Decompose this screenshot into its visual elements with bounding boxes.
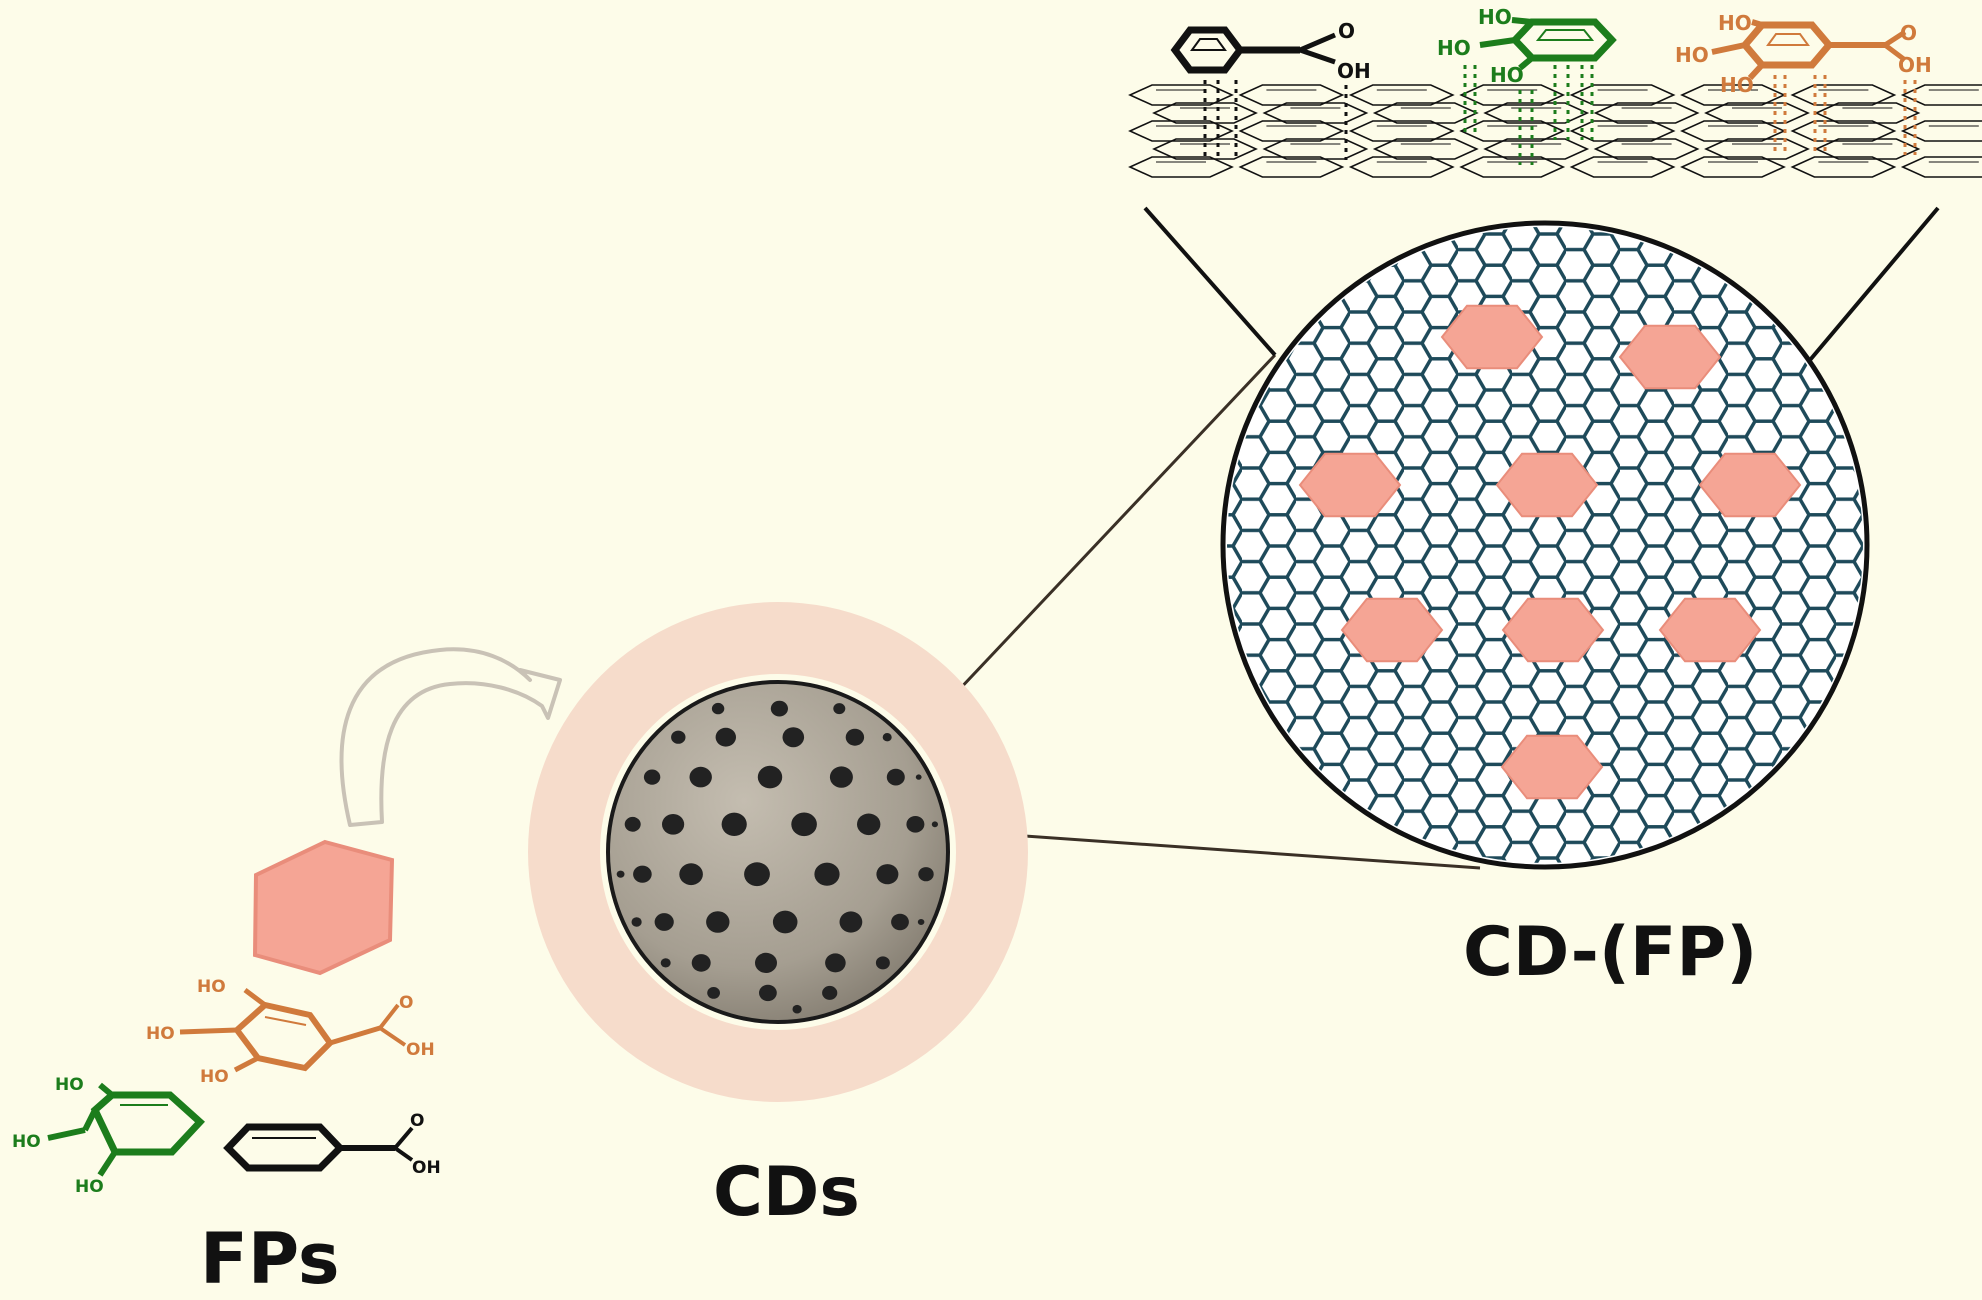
pyrogallol-left-ho-1: HO bbox=[55, 1075, 84, 1095]
gallic-top-o: O bbox=[1900, 21, 1917, 45]
cd-pore bbox=[633, 865, 652, 883]
cd-pore bbox=[662, 814, 685, 835]
zoom-line-bottom bbox=[939, 828, 1481, 870]
cd-pore bbox=[886, 768, 905, 786]
cd-pore bbox=[770, 700, 789, 717]
cd-pore bbox=[671, 730, 686, 744]
cd-pore bbox=[643, 769, 661, 785]
benzoic-acid-left: O OH bbox=[223, 1111, 441, 1178]
cd-sphere bbox=[606, 680, 950, 1024]
cd-pore bbox=[757, 765, 783, 789]
cd-pore bbox=[918, 867, 934, 882]
gallic-top-ho-3: HO bbox=[1720, 73, 1754, 97]
zoom-circle bbox=[1220, 220, 1870, 870]
gallic-top-ho-1: HO bbox=[1718, 11, 1752, 35]
fp-hexagon-lattice bbox=[1698, 452, 1802, 518]
gallic-top-ho-2: HO bbox=[1675, 43, 1709, 67]
cd-pore bbox=[857, 813, 881, 836]
cd-pore bbox=[814, 862, 840, 886]
cd-pore bbox=[744, 862, 770, 887]
gallic-top-oh: OH bbox=[1898, 53, 1932, 77]
fp-hexagon-lattice bbox=[1340, 597, 1444, 663]
cd-pore bbox=[707, 987, 720, 999]
cd-pore bbox=[631, 917, 642, 927]
fp-hexagon-lattice bbox=[1501, 597, 1605, 663]
cd-pore bbox=[891, 913, 909, 931]
benzoic-left-o: O bbox=[410, 1111, 424, 1131]
cd-pore bbox=[711, 702, 725, 715]
fps-label: FPs bbox=[200, 1218, 340, 1300]
cd-pore bbox=[755, 952, 777, 974]
cd-pore bbox=[839, 911, 863, 933]
cd-pore bbox=[845, 728, 865, 746]
benzoic-oh-label: OH bbox=[1337, 59, 1371, 83]
curved-arrow bbox=[339, 647, 562, 827]
cd-particle bbox=[528, 602, 1028, 1102]
cd-pore bbox=[706, 911, 730, 933]
cd-pore bbox=[825, 953, 846, 973]
cd-pore bbox=[882, 733, 892, 742]
gallic-left-oh: OH bbox=[406, 1040, 435, 1060]
gallic-left-ho-2: HO bbox=[146, 1024, 175, 1044]
cd-pore bbox=[791, 812, 817, 837]
benzoic-left-oh: OH bbox=[412, 1158, 441, 1178]
fp-hexagon-free bbox=[252, 839, 395, 976]
fp-hexagon-lattice bbox=[1500, 734, 1604, 800]
cd-pore bbox=[906, 816, 925, 833]
cd-pore bbox=[689, 766, 712, 788]
cd-pore bbox=[679, 863, 703, 886]
pyrogallol-left: HO HO HO bbox=[12, 1075, 205, 1197]
cd-pore bbox=[792, 1004, 802, 1014]
gallic-left-o: O bbox=[399, 993, 413, 1013]
fp-hexagon-lattice bbox=[1658, 597, 1762, 663]
gallic-acid-left: HO HO HO O OH bbox=[146, 977, 435, 1087]
benzoic-o-label: O bbox=[1338, 19, 1355, 43]
cd-pore bbox=[624, 816, 641, 832]
cd-pore bbox=[917, 919, 925, 925]
cd-pore bbox=[876, 864, 899, 885]
cd-pore bbox=[915, 774, 922, 780]
cd-pore bbox=[822, 985, 838, 1000]
pyrogallol-top: HO HO HO bbox=[1437, 5, 1617, 165]
gallic-acid-top: HO HO HO O OH bbox=[1675, 11, 1932, 155]
pyrogallol-left-ho-3: HO bbox=[75, 1177, 104, 1197]
cd-pore bbox=[616, 870, 625, 878]
sheet-line-left bbox=[1143, 206, 1277, 357]
cd-pore bbox=[715, 727, 736, 747]
cd-pore bbox=[654, 913, 674, 931]
fp-hexagons-in-lattice bbox=[1298, 304, 1802, 800]
cd-pore bbox=[782, 727, 805, 748]
pyrogallol-ho-1: HO bbox=[1478, 5, 1512, 29]
cd-pore bbox=[875, 956, 890, 970]
sheet-line-right bbox=[1808, 206, 1940, 362]
gallic-left-ho-1: HO bbox=[197, 977, 226, 997]
cd-pore bbox=[772, 910, 798, 934]
cds-label: CDs bbox=[713, 1153, 860, 1232]
cd-fp-label: CD-(FP) bbox=[1463, 913, 1757, 992]
cd-pore bbox=[833, 703, 846, 715]
cd-pore bbox=[691, 954, 711, 972]
benzoic-acid-top: O OH bbox=[1170, 19, 1371, 160]
cd-pore bbox=[660, 958, 671, 968]
cd-pore bbox=[931, 821, 939, 828]
cd-pore bbox=[829, 766, 853, 788]
pyrogallol-ho-3: HO bbox=[1490, 63, 1524, 87]
pyrogallol-left-ho-2: HO bbox=[12, 1132, 41, 1152]
cd-surface-pores bbox=[616, 700, 939, 1014]
cd-pore bbox=[759, 984, 777, 1002]
pyrogallol-ho-2: HO bbox=[1437, 36, 1471, 60]
fp-hexagon-lattice bbox=[1440, 304, 1544, 370]
fp-hexagon-lattice bbox=[1298, 452, 1402, 518]
cd-pore bbox=[721, 812, 747, 836]
fp-hexagon-lattice bbox=[1618, 324, 1722, 390]
gallic-left-ho-3: HO bbox=[200, 1067, 229, 1087]
fp-hexagon-lattice bbox=[1495, 452, 1599, 518]
